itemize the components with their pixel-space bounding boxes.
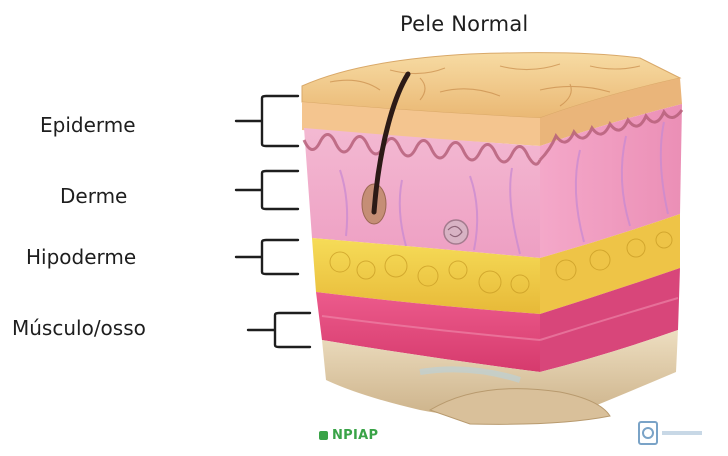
logo-icon [319,431,328,440]
corner-badge-icon [638,421,706,445]
npiap-logo: NPIAP [332,428,378,443]
